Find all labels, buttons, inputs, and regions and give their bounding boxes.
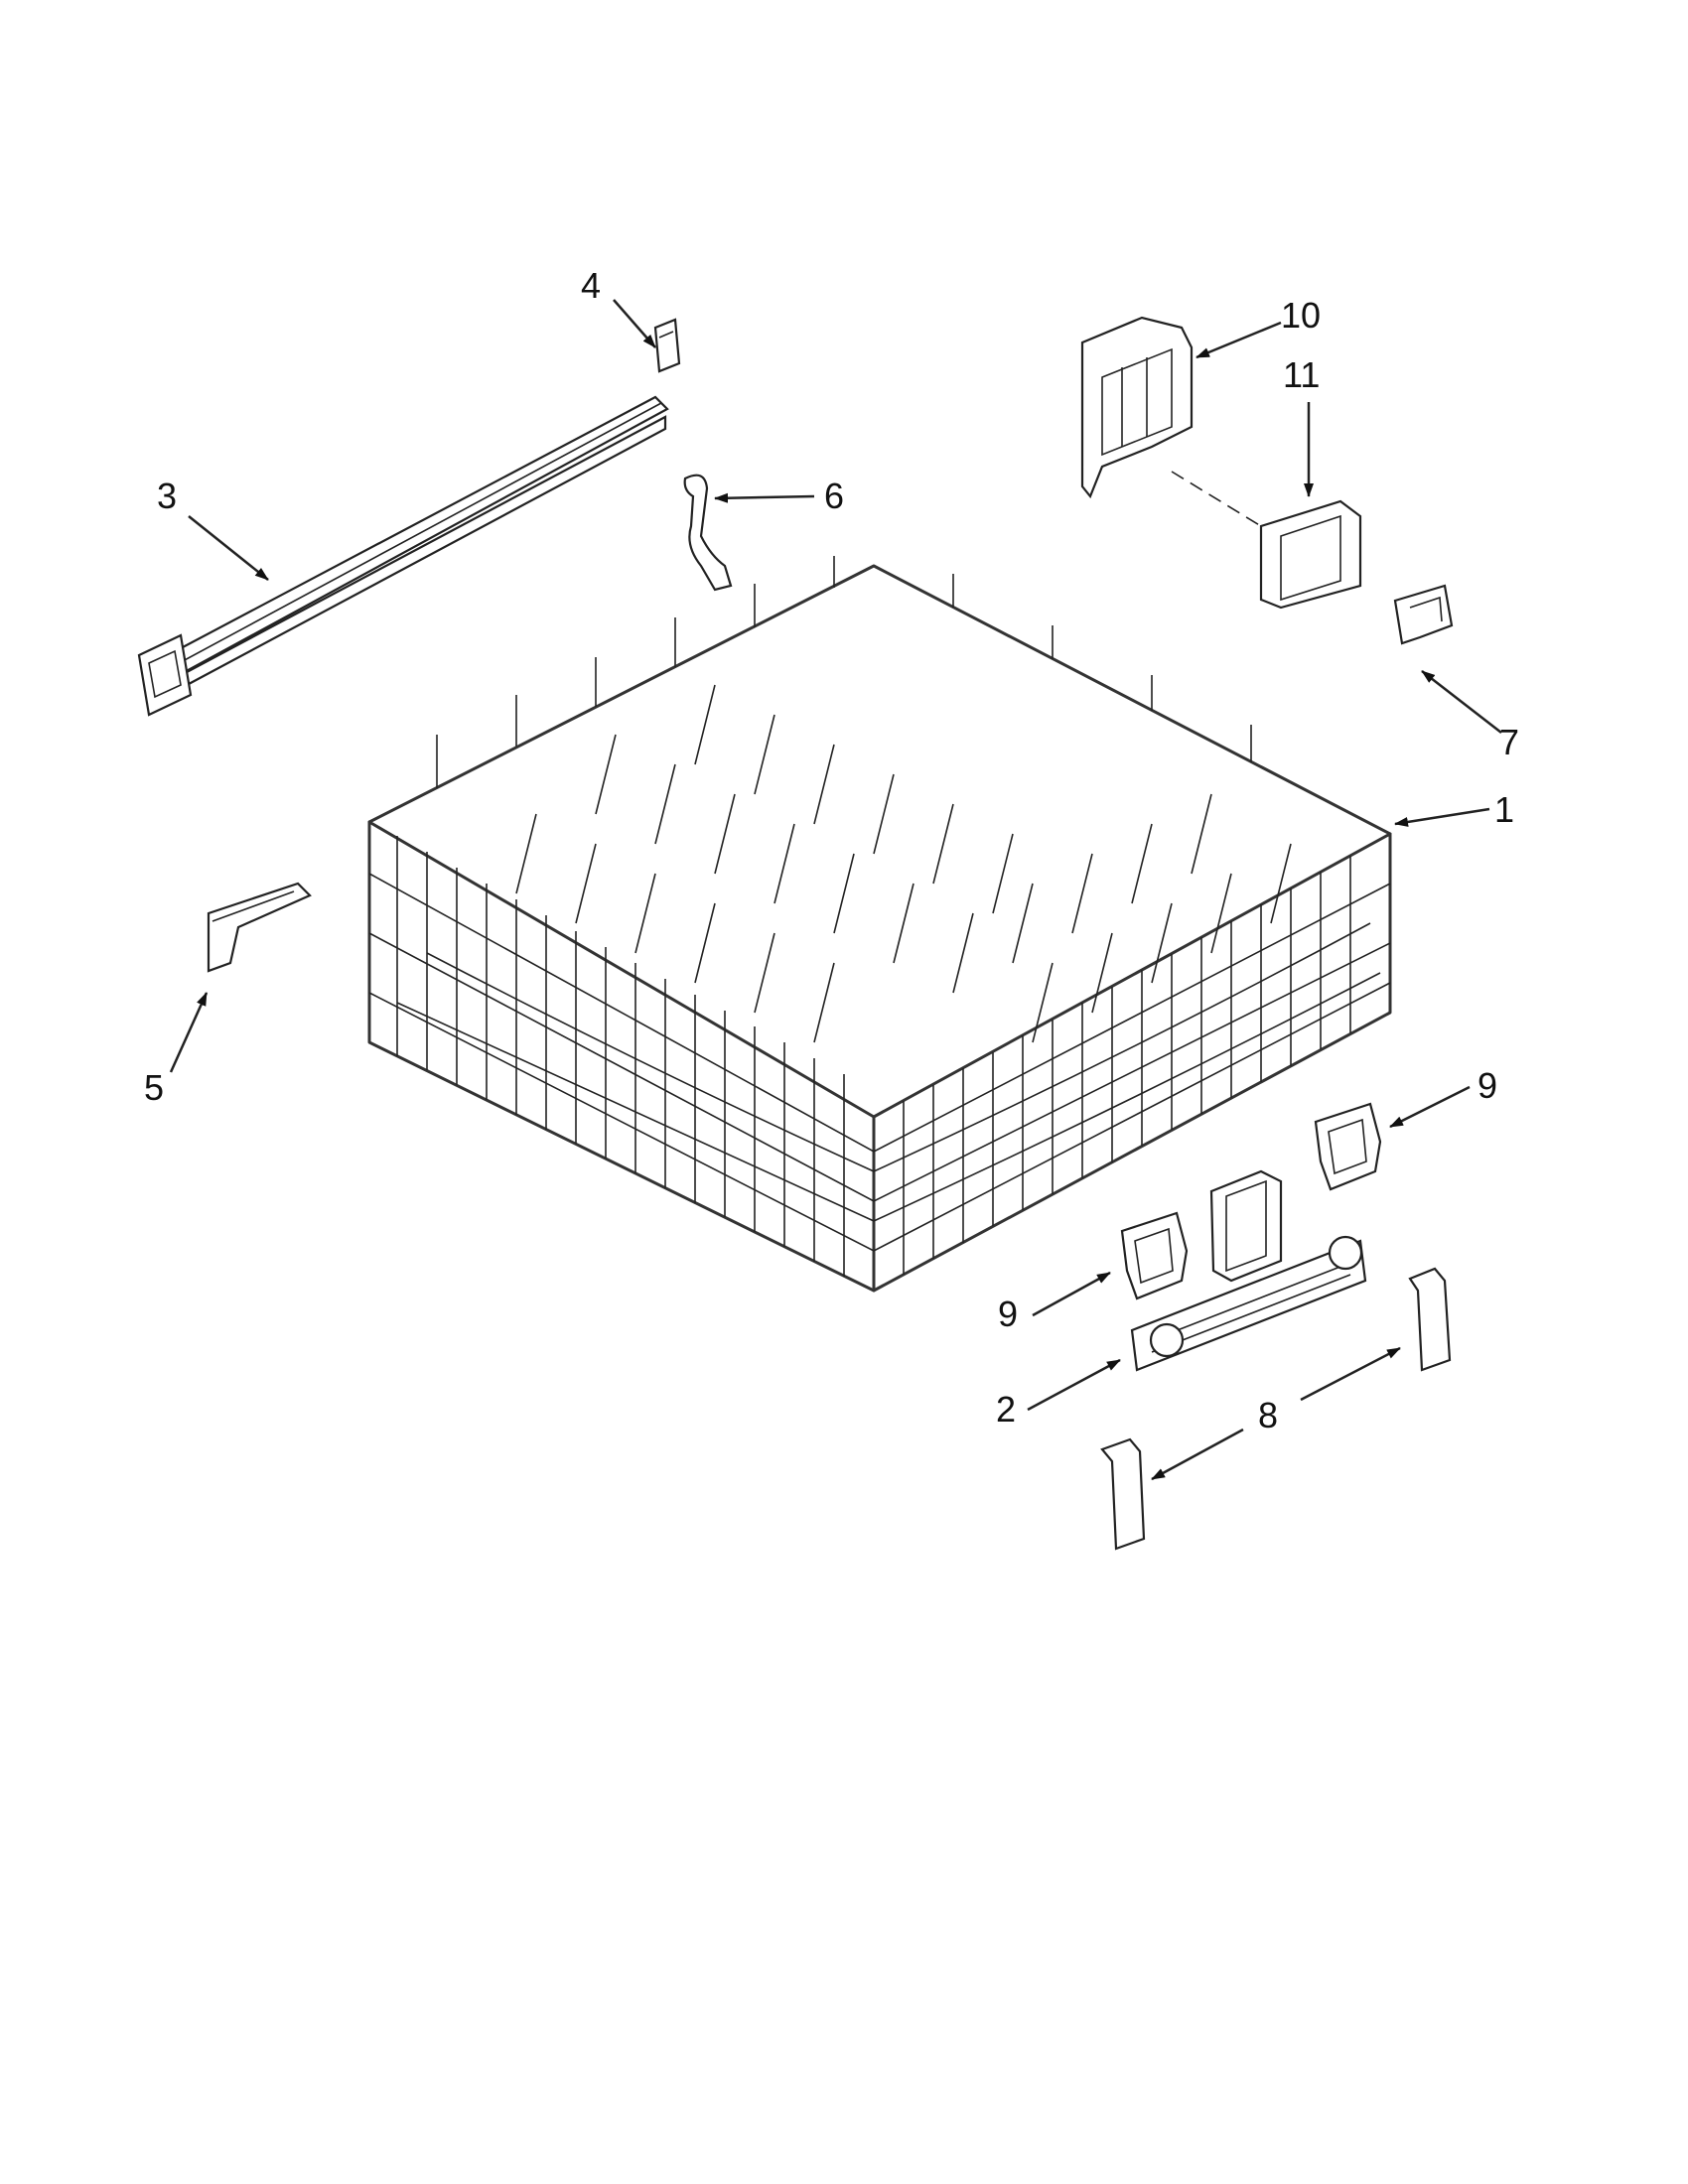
leader-line-6 [714,492,815,503]
callout-7: 7 [1499,722,1519,762]
slide-tab-part-right [1408,1267,1452,1372]
leader-line-10 [1196,321,1282,359]
adjuster-clip-part-upper [1314,1102,1382,1191]
callout-3: 3 [157,476,177,516]
callout-10: 10 [1281,295,1321,336]
callout-2: 2 [996,1389,1016,1430]
callout-8: 8 [1258,1395,1278,1435]
assembly-dash-line [1171,471,1262,527]
adjuster-clip-part-lower [1120,1211,1189,1300]
leader-line-4 [613,299,656,348]
bracket-insert-part [1259,499,1362,610]
rack-rail-part [137,395,669,717]
leader-line-8-right [1300,1346,1401,1402]
callout-11: 11 [1283,354,1320,395]
dish-rack-basket-part [367,556,1392,1293]
slide-tab-part-left [1100,1437,1146,1551]
rail-end-cap-part [653,318,681,373]
leader-line-5 [169,992,209,1073]
callout-4: 4 [581,265,601,306]
leader-line-9-upper [1389,1085,1471,1129]
bracket-part [1080,316,1194,499]
small-clip-part [1393,584,1454,645]
leader-line-8-left [1151,1428,1244,1481]
leader-line-2 [1027,1358,1121,1412]
height-adjuster-part [1130,1169,1367,1372]
lever-part [207,882,312,973]
wire-clip-part [683,474,733,592]
leader-line-7 [1421,670,1502,734]
leader-line-9-lower [1032,1271,1111,1317]
callout-9-lower: 9 [998,1294,1018,1334]
leader-line-3 [188,515,269,581]
callout-9-upper: 9 [1477,1065,1497,1106]
leader-line-1 [1394,807,1490,827]
callout-1: 1 [1494,789,1514,830]
callout-5: 5 [144,1067,164,1108]
callout-6: 6 [824,476,844,516]
